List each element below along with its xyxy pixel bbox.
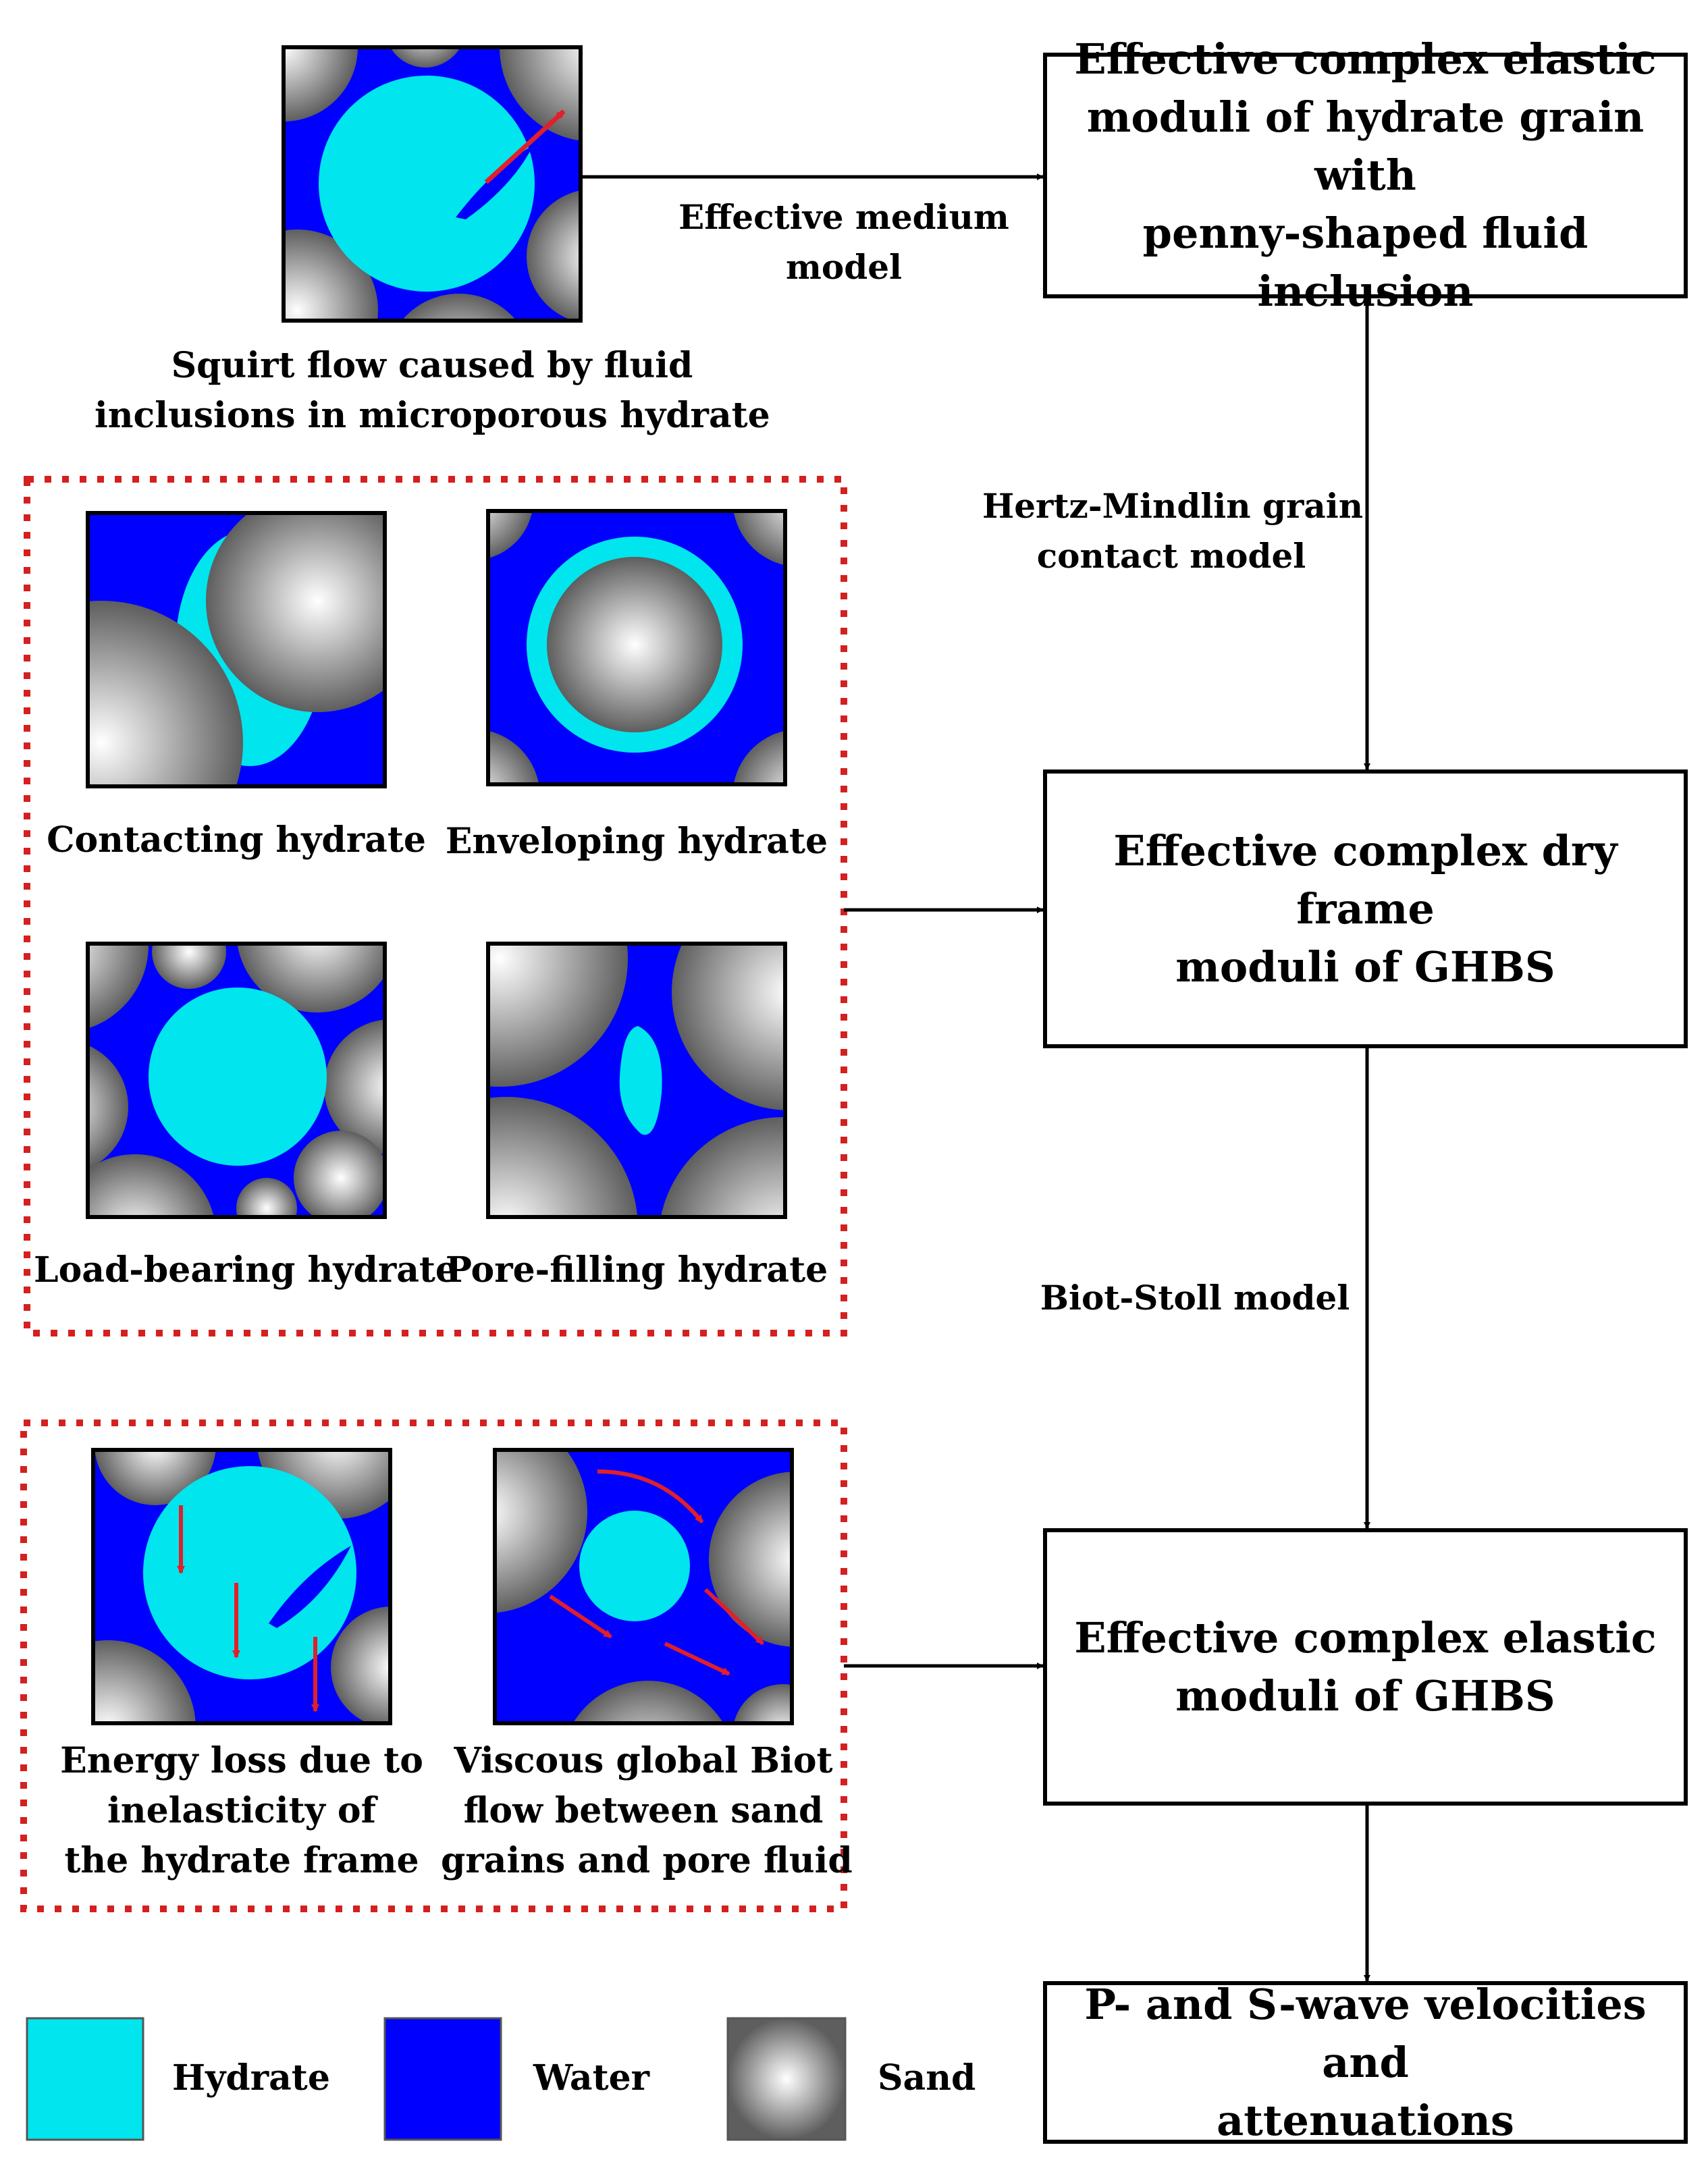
viscous-biot-flow-panel [493,1448,794,1725]
biot-stoll-label: Biot-Stoll model [1040,1278,1350,1318]
load-bearing-hydrate-label: Load-bearing hydrate [34,1249,458,1291]
viscous-line3: grains and pore fluid [441,1840,853,1881]
legend-sand-label: Sand [878,2057,976,2099]
box-dry-frame-moduli: Effective complex dry frame moduli of GH… [1043,769,1688,1048]
box3-line1: Effective complex elastic [1074,1613,1657,1663]
box4-line2: attenuations [1217,2095,1514,2145]
morphology-group-border [24,476,847,1336]
squirt-arrow-icon [484,109,566,184]
legend-sand-swatch [726,2017,847,2141]
curved-arrow-icon [597,1469,704,1523]
squirt-flow-panel [282,45,583,323]
squirt-caption-line2: inclusions in microporous hydrate [95,395,770,436]
energy-loss-panel [91,1448,392,1725]
box1-line3: penny-shaped fluid inclusion [1142,209,1589,316]
energy-line3: the hydrate frame [64,1840,419,1881]
flow-arrow-icon [549,1594,612,1639]
contacting-hydrate-panel [86,511,387,788]
squirt-caption-line1: Squirt flow caused by fluid [171,345,693,386]
load-bearing-hydrate-panel [86,942,387,1219]
legend-hydrate-label: Hydrate [172,2057,330,2099]
legend-water-swatch [383,2017,502,2141]
effective-medium-line1: Effective medium [678,197,1009,237]
legend-hydrate-swatch [26,2017,144,2141]
viscous-line1: Viscous global Biot [454,1740,833,1781]
viscous-line2: flow between sand [463,1790,824,1831]
connector-arrows [581,173,1370,1982]
pore-filling-hydrate-label: Pore-filling hydrate [445,1249,828,1291]
hertz-mindlin-label: Hertz-Mindlin grain contact model [982,481,1364,581]
effective-medium-model-label: Effective medium model [675,192,1013,292]
enveloping-hydrate-label: Enveloping hydrate [445,821,828,862]
contacting-hydrate-label: Contacting hydrate [47,819,426,861]
box-velocities-attenuations: P- and S-wave velocities and attenuation… [1043,1980,1688,2145]
effective-medium-line2: model [785,247,903,287]
attenuation-group-border [20,1420,847,1912]
box-hydrate-grain-moduli: Effective complex elastic moduli of hydr… [1043,34,1688,316]
flow-arrow-icon [664,1642,730,1676]
penny-shaped-inclusion [456,145,533,219]
flow-arrow-icon [703,1588,765,1646]
box1-line1: Effective complex elastic [1074,34,1657,84]
box2-line2: moduli of GHBS [1175,942,1555,992]
box2-line1: Effective complex dry frame [1113,826,1618,934]
squirt-caption: Squirt flow caused by fluid inclusions i… [95,341,770,441]
box3-line2: moduli of GHBS [1175,1671,1555,1721]
hydrate-grain [319,76,535,292]
energy-line1: Energy loss due to [60,1740,423,1781]
hertz-line1: Hertz-Mindlin grain [982,486,1364,526]
box4-line1: P- and S-wave velocities and [1084,1979,1647,2087]
pore-filling-hydrate-panel [486,942,787,1219]
hertz-line2: contact model [1036,536,1306,576]
box-ghbs-elastic-moduli: Effective complex elastic moduli of GHBS [1043,1528,1688,1806]
enveloping-hydrate-panel [486,509,787,786]
energy-loss-caption: Energy loss due to inelasticity of the h… [39,1736,444,1886]
energy-line2: inelasticity of [107,1790,376,1831]
viscous-flow-caption: Viscous global Biot flow between sand gr… [441,1736,853,1886]
box1-line2: moduli of hydrate grain with [1086,92,1645,200]
legend-water-label: Water [533,2057,650,2099]
